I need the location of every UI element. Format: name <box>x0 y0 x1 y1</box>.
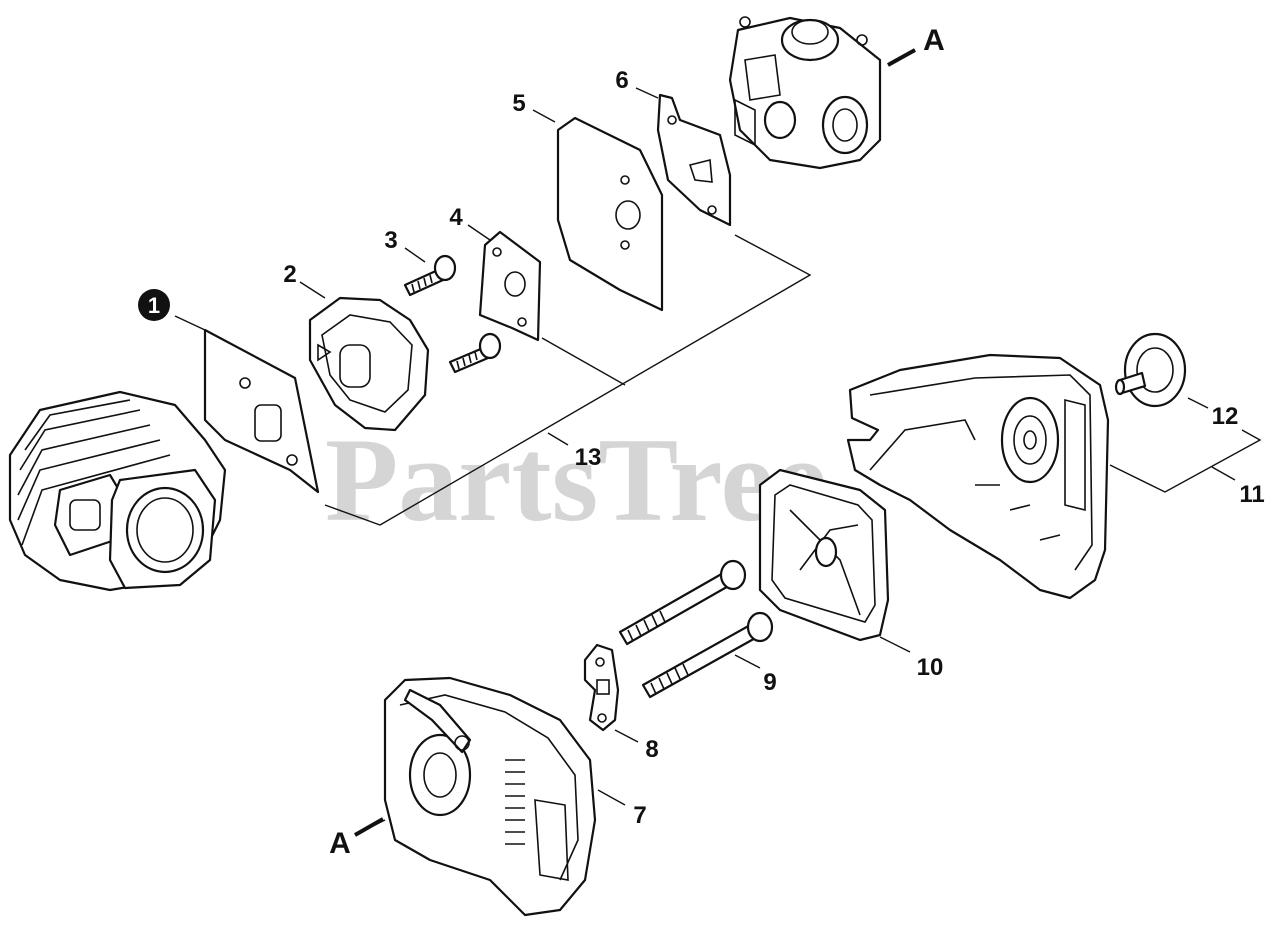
callout-6: 6 <box>615 67 628 94</box>
callout-13: 13 <box>575 444 602 471</box>
gasket-6 <box>656 93 732 227</box>
insulator-2 <box>308 296 430 432</box>
callout-9: 9 <box>763 669 776 696</box>
carburetor <box>728 16 882 170</box>
insulator-gasket-1 <box>203 328 320 494</box>
callout-1: 1 <box>138 289 170 321</box>
plate-5 <box>556 116 664 312</box>
bracket-8 <box>583 643 620 732</box>
reference-a-markers <box>354 48 916 837</box>
callout-3: 3 <box>384 227 397 254</box>
fitting-12 <box>1114 332 1187 408</box>
reference-a-top: A <box>923 24 945 57</box>
air-filter-element-10 <box>758 468 890 642</box>
cover-7 <box>383 676 597 917</box>
reference-a-bottom: A <box>329 827 351 860</box>
callout-7: 7 <box>633 802 646 829</box>
callout-2: 2 <box>283 261 296 288</box>
air-cleaner-case-11 <box>846 353 1110 600</box>
callout-8: 8 <box>645 736 658 763</box>
bolt-9-upper <box>618 559 747 646</box>
bolt-9-lower <box>641 611 774 699</box>
callout-10: 10 <box>917 654 944 681</box>
gasket-4 <box>478 230 542 342</box>
callout-12: 12 <box>1212 403 1239 430</box>
callout-4: 4 <box>449 204 463 231</box>
watermark: PartsTree <box>325 413 827 546</box>
cylinder <box>8 390 227 592</box>
bolt-3-lower <box>448 332 502 374</box>
bolt-3-upper <box>403 254 457 297</box>
callout-1-circle <box>138 289 170 321</box>
callout-11: 11 <box>1239 481 1264 508</box>
callout-5: 5 <box>512 90 525 117</box>
callout-1-text: 1 <box>148 293 160 318</box>
